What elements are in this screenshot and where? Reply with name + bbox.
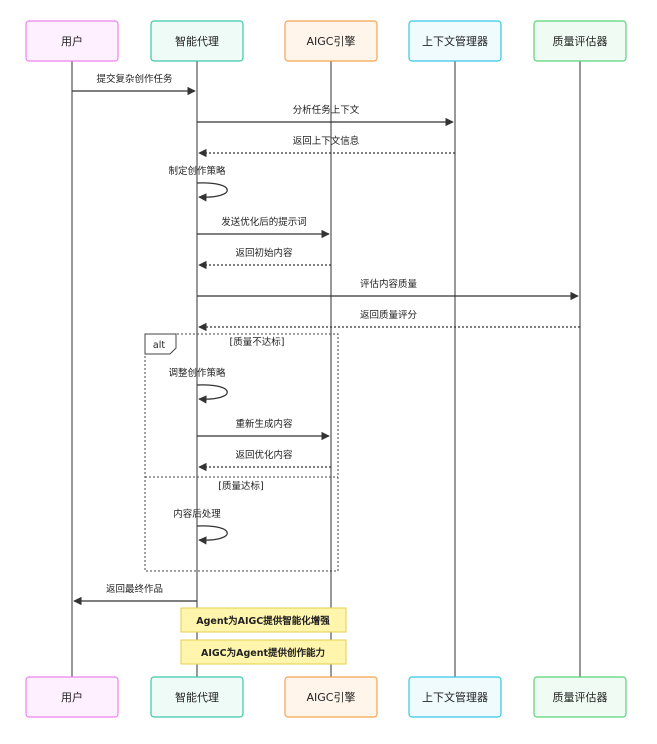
- message-11: 返回优化内容: [198, 449, 331, 472]
- participant-aigc-bottom: AIGC引擎: [284, 676, 378, 718]
- message-label: 内容后处理: [173, 508, 221, 520]
- self-message-arrow: [196, 384, 228, 404]
- message-5: 发送优化后的提示词: [197, 216, 330, 239]
- alt-branch-condition: [质量不达标]: [230, 336, 285, 348]
- alt-tag: [144, 333, 177, 355]
- self-message-arrow: [196, 525, 228, 545]
- message-label: 调整创作策略: [168, 367, 226, 379]
- participant-context-bottom: 上下文管理器: [408, 676, 502, 718]
- message-4: 制定创作策略: [168, 165, 228, 202]
- participant-label: 上下文管理器: [422, 690, 488, 704]
- message-1: 提交复杂创作任务: [72, 73, 196, 96]
- message-label: 重新生成内容: [235, 418, 293, 430]
- alt-frame: alt [质量不达标] [质量达标]: [144, 333, 339, 572]
- alt-keyword: alt: [153, 340, 165, 351]
- message-label: 评估内容质量: [360, 278, 418, 290]
- participant-label: 上下文管理器: [422, 34, 488, 48]
- participant-label: 智能代理: [175, 34, 219, 48]
- participant-label: AIGC引擎: [307, 690, 356, 704]
- message-7: 评估内容质量: [197, 278, 579, 301]
- participant-context-top: 上下文管理器: [408, 20, 502, 62]
- note-text: Agent为AIGC提供智能化增强: [196, 615, 330, 627]
- message-10: 重新生成内容: [197, 418, 330, 441]
- participant-quality-bottom: 质量评估器: [533, 676, 627, 718]
- participant-label: AIGC引擎: [307, 34, 356, 48]
- message-label: 返回质量评分: [360, 309, 418, 321]
- note-2: AIGC为Agent提供创作能力: [180, 639, 347, 665]
- message-label: 制定创作策略: [168, 165, 226, 177]
- participant-user-bottom: 用户: [25, 676, 119, 718]
- else-branch-condition: [质量达标]: [218, 480, 263, 492]
- message-label: 返回最终作品: [106, 583, 163, 595]
- message-2: 分析任务上下文: [197, 104, 454, 127]
- participant-quality-top: 质量评估器: [533, 20, 627, 62]
- message-label: 提交复杂创作任务: [96, 73, 173, 85]
- message-6: 返回初始内容: [198, 247, 331, 270]
- note-text: AIGC为Agent提供创作能力: [201, 647, 325, 659]
- message-label: 发送优化后的提示词: [221, 216, 307, 228]
- message-12: 内容后处理: [173, 508, 228, 545]
- message-label: 返回初始内容: [235, 247, 293, 259]
- participant-label: 智能代理: [175, 690, 219, 704]
- participant-label: 质量评估器: [553, 691, 608, 704]
- message-13: 返回最终作品: [73, 583, 197, 606]
- note-1: Agent为AIGC提供智能化增强: [180, 607, 347, 633]
- participant-agent-top: 智能代理: [150, 20, 244, 62]
- participant-user-top: 用户: [25, 20, 119, 62]
- participant-label: 用户: [61, 34, 83, 48]
- message-3: 返回上下文信息: [198, 135, 455, 158]
- message-label: 分析任务上下文: [293, 104, 360, 116]
- message-8: 返回质量评分: [198, 309, 580, 332]
- self-message-arrow: [196, 182, 228, 202]
- message-9: 调整创作策略: [168, 367, 228, 404]
- participant-label: 质量评估器: [553, 35, 608, 48]
- participant-aigc-top: AIGC引擎: [284, 20, 378, 62]
- message-label: 返回上下文信息: [293, 135, 360, 147]
- message-label: 返回优化内容: [235, 449, 293, 461]
- participant-label: 用户: [61, 690, 83, 704]
- participant-agent-bottom: 智能代理: [150, 676, 244, 718]
